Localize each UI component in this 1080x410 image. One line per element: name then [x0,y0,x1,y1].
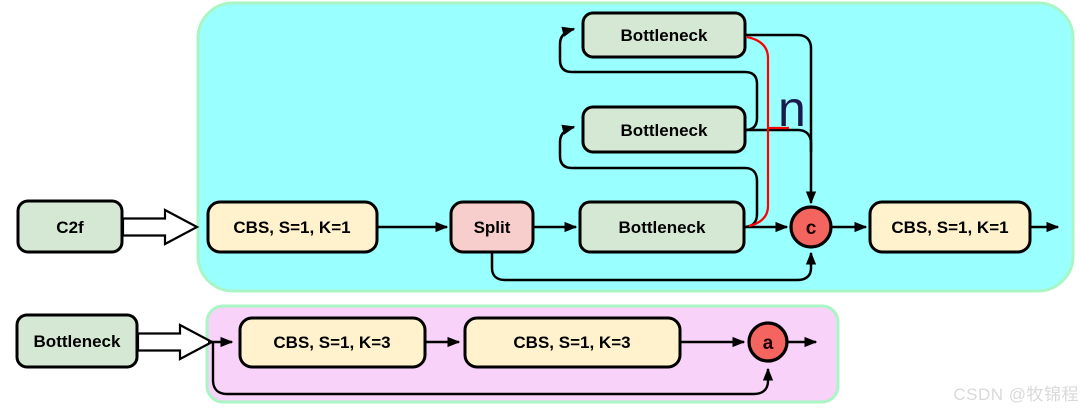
cbs-output-node [868,200,1032,254]
bottleneck-title-label: Bottleneck [34,332,121,351]
repeat-count-label: n [778,81,806,137]
line-midbottleneck-to-concat [745,128,813,152]
add-node [747,321,789,363]
line-topbottleneck-to-concat [745,33,817,205]
cbs-output-label: CBS, S=1, K=1 [891,218,1008,237]
split-node [449,200,535,254]
bottleneck-mid-node [581,105,747,154]
split-bypass-to-concat [490,251,817,282]
cbs-k3-first-label: CBS, S=1, K=3 [273,333,390,352]
cbs-k3-first-node [238,316,427,369]
loop-mid-to-top-bottleneck [558,26,759,132]
c2f-block-arrow [121,208,200,246]
concat-label: c [806,218,817,239]
concat-node [789,205,833,249]
loop-bottom-to-mid-bottleneck [558,124,759,229]
bottleneck-title-node [15,313,139,369]
cbs-input-label: CBS, S=1, K=1 [233,218,350,237]
residual-bypass-to-add [211,342,774,396]
bottleneck-bottom-node [578,200,746,254]
bottleneck-bottom-label: Bottleneck [619,218,706,237]
cbs-input-node [206,200,379,254]
repeat-bracket [746,35,770,228]
bottleneck-top-label: Bottleneck [621,26,708,45]
bottleneck-top-node [581,11,747,59]
watermark-text: CSDN @牧锦程 [953,385,1079,404]
c2f-title-node [16,199,124,254]
c2f-title-label: C2f [56,218,84,237]
add-label: a [763,333,774,354]
cbs-k3-second-label: CBS, S=1, K=3 [513,333,630,352]
cbs-k3-second-node [463,316,682,369]
bottleneck-mid-label: Bottleneck [621,121,708,140]
bottleneck-block-arrow [136,323,215,361]
split-label: Split [474,218,511,237]
